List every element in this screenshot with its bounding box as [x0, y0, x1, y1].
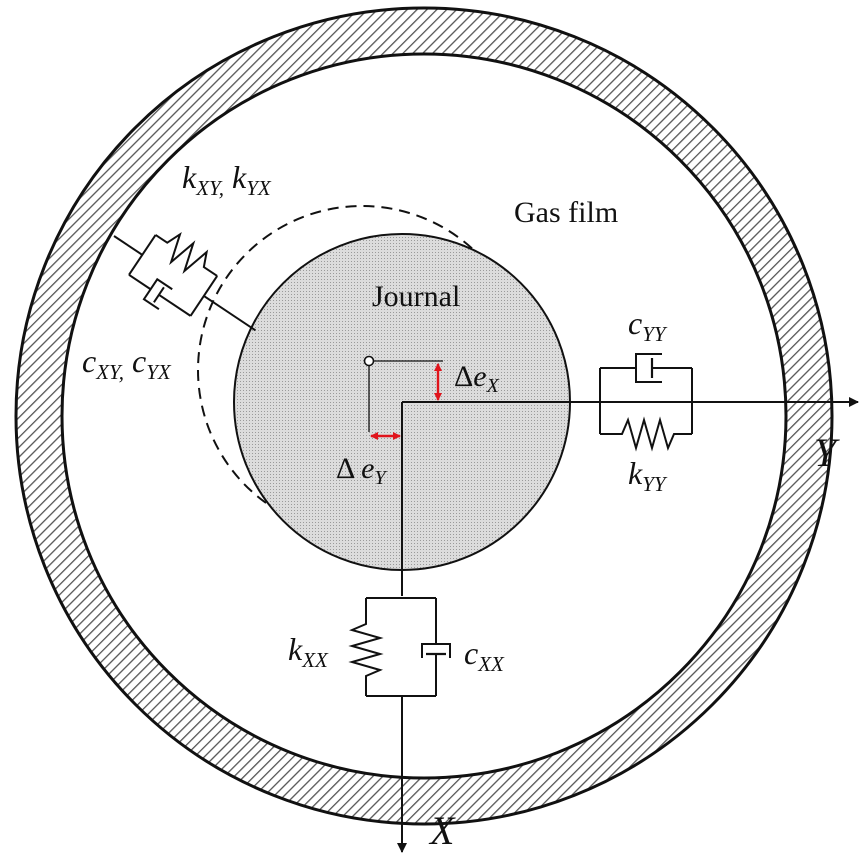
cross-coupled-spring-damper: [113, 231, 256, 332]
spring-kxy-icon: [155, 231, 218, 277]
y-axis-label: Y: [814, 430, 840, 475]
delta-ey-label: Δ eY: [336, 452, 387, 489]
yy-spring-damper: [599, 353, 693, 452]
bearing-center-marker: [363, 355, 375, 367]
c-xy-c-yx-label: cXY, cYX: [82, 343, 172, 384]
k-xy-k-yx-label: kXY, kYX: [182, 159, 272, 200]
damper-cyy-icon: [635, 353, 662, 383]
gas-film-label: Gas film: [514, 196, 618, 229]
delta-ex-label: ΔeX: [454, 360, 500, 397]
k-yy-label: kYY: [628, 455, 668, 496]
spring-kyy-icon: [600, 416, 692, 452]
journal-label: Journal: [372, 280, 460, 313]
damper-cxy-icon: [142, 277, 173, 311]
k-xx-label: kXX: [288, 631, 329, 672]
x-axis-label: X: [428, 808, 456, 853]
c-xx-label: cXX: [464, 635, 505, 676]
xx-spring-damper: [348, 597, 451, 697]
c-yy-label: cYY: [628, 305, 668, 346]
spring-kxx-icon: [348, 598, 384, 696]
displacement-indicator: [363, 355, 443, 440]
